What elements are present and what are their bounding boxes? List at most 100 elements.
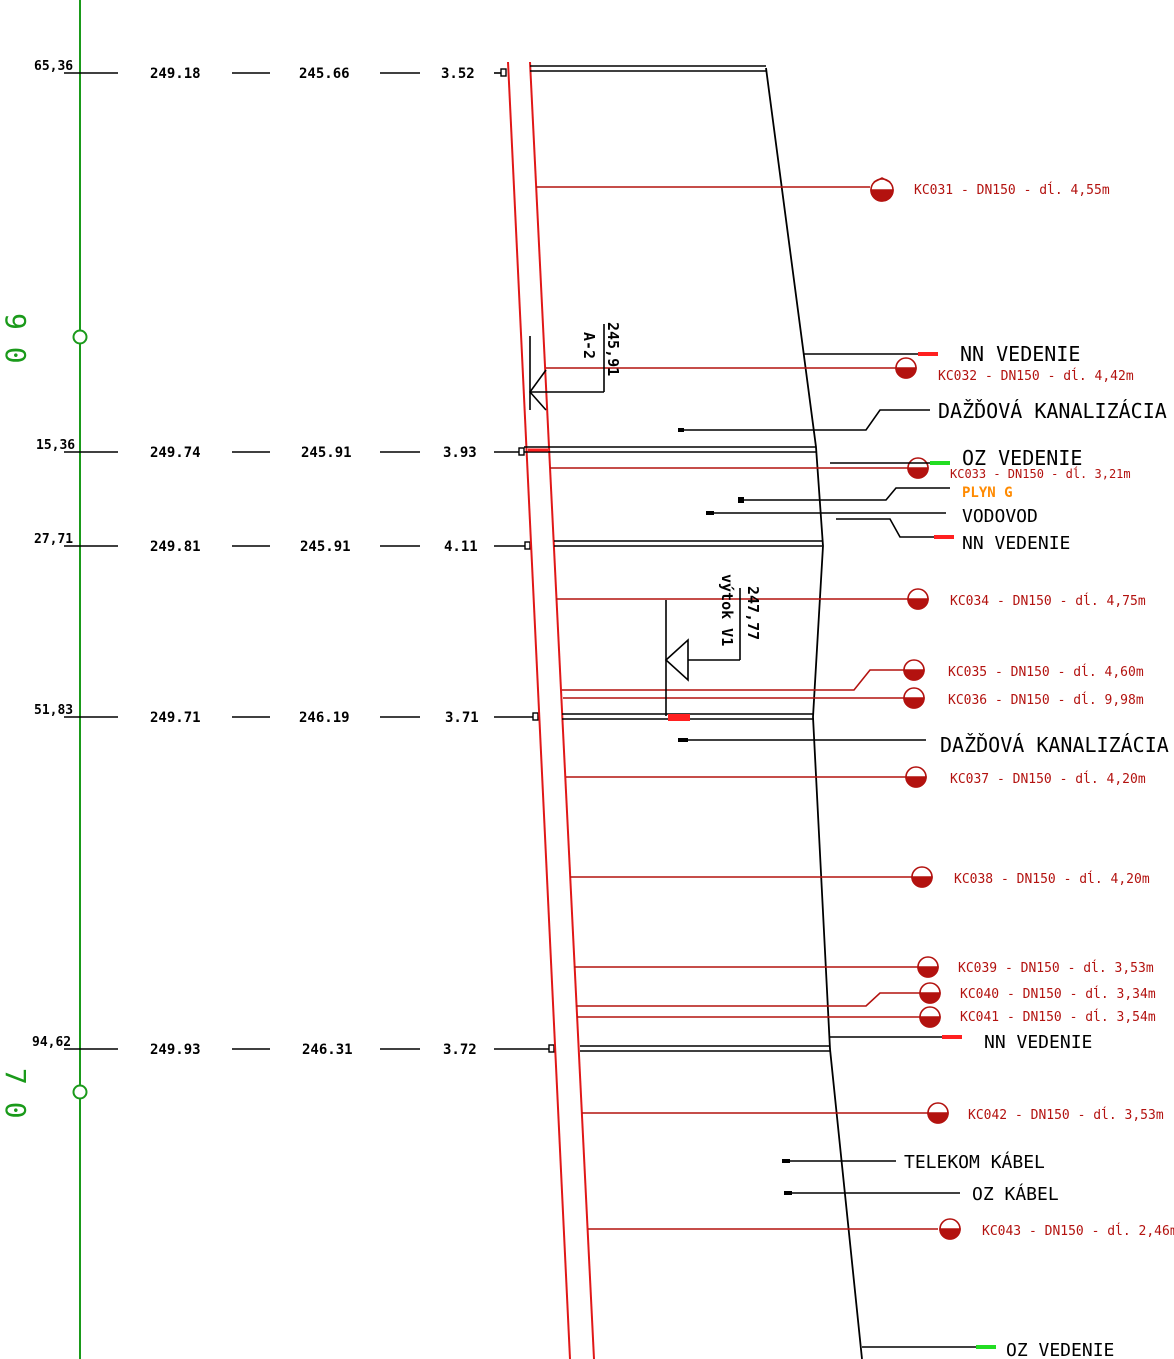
leader-dot: [784, 1191, 792, 1195]
utility-leader: [740, 487, 950, 501]
pipe-edge-right: [529, 61, 595, 1359]
hectometer-label: 9 0: [0, 313, 32, 364]
utility-markers: [528, 352, 996, 1349]
utility-label: NN VEDENIE: [962, 533, 1070, 554]
connection-labels: KC031 - DN150 - dĺ. 4,55m KC032 - DN150 …: [914, 182, 1174, 1239]
chamber-icon: [927, 1102, 949, 1124]
chamber-icon: [917, 956, 939, 978]
a2-level: 245,91: [604, 322, 622, 376]
utility-label: DAŽĎOVÁ KANALIZÁCIA: [938, 399, 1167, 423]
depth-value: 3.93: [443, 445, 477, 461]
manhole-marker: [518, 447, 525, 456]
chainage-label: 94,62: [32, 1035, 71, 1050]
utility-label: TELEKOM KÁBEL: [904, 1151, 1045, 1173]
connection-label: KC040 - DN150 - dĺ. 3,34m: [960, 986, 1156, 1002]
terrain-level: 249.71: [150, 710, 201, 726]
depth-value: 3.71: [445, 710, 479, 726]
manhole-marker: [532, 712, 539, 721]
invert-level: 245.66: [299, 66, 350, 82]
utility-label: PLYN G: [962, 485, 1013, 501]
terrain-level: 249.74: [150, 445, 201, 461]
chamber-icon: [939, 1218, 961, 1240]
chainage-label: 27,71: [34, 532, 73, 547]
v1-name: výtok V1: [718, 574, 736, 646]
chamber-symbols: [870, 177, 961, 1240]
utility-label: OZ VEDENIE: [962, 446, 1082, 470]
hectometer-point: [72, 1084, 88, 1100]
stationing-row: 65,36 249.18 245.66 3.52: [34, 59, 507, 82]
chainage-label: 65,36: [34, 59, 73, 74]
stationing-row: 51,83 249.71 246.19 3.71: [34, 703, 539, 726]
a2-arrow-icon: [528, 369, 547, 411]
pipe-edge-left: [507, 61, 571, 1359]
utility-label: NN VEDENIE: [960, 342, 1080, 366]
v1-arrow-icon: [664, 638, 689, 682]
depth-value: 4.11: [444, 539, 478, 555]
connection-label: KC032 - DN150 - dĺ. 4,42m: [938, 368, 1134, 384]
connection-label: KC037 - DN150 - dĺ. 4,20m: [950, 771, 1146, 787]
connection-label: KC035 - DN150 - dĺ. 4,60m: [948, 664, 1144, 680]
terrain-level: 249.93: [150, 1042, 201, 1058]
leader-dot: [678, 428, 684, 432]
connection-label: KC031 - DN150 - dĺ. 4,55m: [914, 182, 1110, 198]
chainage-label: 15,36: [36, 438, 75, 453]
utility-leader: [836, 518, 934, 538]
outlet-marker: [668, 714, 690, 721]
invert-level: 245.91: [301, 445, 352, 461]
v1-outlet-symbol: 247,77 výtok V1: [664, 574, 762, 716]
invert-level: 246.19: [299, 710, 350, 726]
connection-label: KC041 - DN150 - dĺ. 3,54m: [960, 1009, 1156, 1025]
hectometer-label: 7 0: [0, 1068, 32, 1119]
chamber-icon: [919, 1006, 941, 1028]
connection-label: KC034 - DN150 - dĺ. 4,75m: [950, 593, 1146, 609]
utility-label: VODOVOD: [962, 506, 1038, 527]
sewer-pipe: [507, 61, 595, 1359]
terrain-level: 249.81: [150, 539, 201, 555]
stationing-axis: 9 0 7 0: [0, 0, 88, 1359]
chamber-icon: [903, 687, 925, 709]
utility-leaders: [680, 353, 976, 1348]
leader-dot: [678, 738, 688, 742]
manhole-marker: [524, 541, 531, 550]
connection-line: [562, 669, 904, 691]
v1-level: 247,77: [744, 586, 762, 640]
a2-level-symbol: 245,91 A-2: [528, 322, 622, 411]
terrain-level: 249.18: [150, 66, 201, 82]
stationing-row: 94,62 249.93 246.31 3.72: [32, 1035, 555, 1058]
invert-level: 246.31: [302, 1042, 353, 1058]
depth-value: 3.72: [443, 1042, 477, 1058]
stationing-row: 27,71 249.81 245.91 4.11: [34, 532, 531, 555]
chainage-label: 51,83: [34, 703, 73, 718]
boundary-edge: [765, 67, 863, 1359]
utility-label: OZ KÁBEL: [972, 1183, 1059, 1205]
invert-level: 245.91: [300, 539, 351, 555]
hectometer-point: [72, 329, 88, 345]
chamber-icon: [907, 588, 929, 610]
leader-dots: [678, 428, 792, 1195]
connection-label: KC033 - DN150 - dĺ. 3,21m: [950, 466, 1131, 481]
utility-label: NN VEDENIE: [984, 1032, 1092, 1053]
chamber-icon: [903, 659, 925, 681]
connection-label: KC042 - DN150 - dĺ. 3,53m: [968, 1107, 1164, 1123]
manhole-marker: [548, 1044, 555, 1053]
connection-label: KC038 - DN150 - dĺ. 4,20m: [954, 871, 1150, 887]
chamber-icon: [895, 357, 917, 379]
connection-label: KC036 - DN150 - dĺ. 9,98m: [948, 692, 1144, 708]
leader-dot: [738, 497, 744, 503]
chamber-icon: [905, 766, 927, 788]
stationing-row: 15,36 249.74 245.91 3.93: [36, 438, 525, 461]
a2-name: A-2: [580, 332, 598, 359]
chamber-icon: [919, 982, 941, 1004]
connection-label: KC039 - DN150 - dĺ. 3,53m: [958, 960, 1154, 976]
leader-dot: [782, 1159, 790, 1163]
utility-label: DAŽĎOVÁ KANALIZÁCIA: [940, 733, 1169, 757]
connection-label: KC043 - DN150 - dĺ. 2,46m: [982, 1223, 1174, 1239]
chamber-icon: [911, 866, 933, 888]
road-boundary: [524, 65, 863, 1359]
utility-label: OZ VEDENIE: [1006, 1340, 1114, 1359]
manhole-marker: [500, 68, 507, 77]
utility-labels: NN VEDENIE DAŽĎOVÁ KANALIZÁCIA OZ VEDENI…: [904, 342, 1169, 1359]
chamber-icon: [907, 457, 929, 479]
